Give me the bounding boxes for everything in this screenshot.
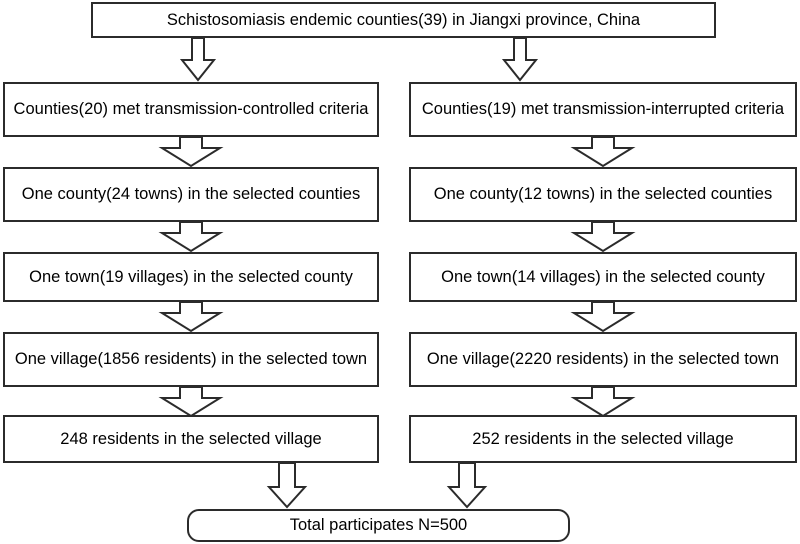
arrow-title-to-left-branch <box>176 37 220 82</box>
arrow-right-3-to-4 <box>565 301 641 333</box>
node-left-step-2-label: One county(24 towns) in the selected cou… <box>21 185 361 204</box>
node-right-step-1-label: Counties(19) met transmission-interrupte… <box>421 100 785 119</box>
node-title-label: Schistosomiasis endemic counties(39) in … <box>166 10 641 29</box>
node-left-step-1-label: Counties(20) met transmission-controlled… <box>13 100 369 119</box>
arrow-right-5-to-total <box>445 462 489 509</box>
node-total-participants-label: Total participates N=500 <box>289 516 468 535</box>
arrow-left-1-to-2 <box>153 136 229 168</box>
arrow-left-2-to-3 <box>153 221 229 253</box>
node-title-endemic-counties: Schistosomiasis endemic counties(39) in … <box>91 2 716 38</box>
node-left-step-5-label: 248 residents in the selected village <box>60 429 322 448</box>
node-right-step-3: One town(14 villages) in the selected co… <box>409 252 797 302</box>
node-left-step-5: 248 residents in the selected village <box>3 415 379 463</box>
node-left-step-4: One village(1856 residents) in the selec… <box>3 332 379 387</box>
arrow-left-5-to-total <box>265 462 309 509</box>
node-left-step-1: Counties(20) met transmission-controlled… <box>3 82 379 137</box>
arrow-right-1-to-2 <box>565 136 641 168</box>
arrow-right-2-to-3 <box>565 221 641 253</box>
arrow-right-4-to-5 <box>565 386 641 418</box>
node-right-step-2: One county(12 towns) in the selected cou… <box>409 167 797 222</box>
node-right-step-5: 252 residents in the selected village <box>409 415 797 463</box>
node-right-step-4-label: One village(2220 residents) in the selec… <box>426 350 780 369</box>
node-right-step-5-label: 252 residents in the selected village <box>472 429 734 448</box>
node-total-participants: Total participates N=500 <box>187 509 570 542</box>
node-left-step-3-label: One town(19 villages) in the selected co… <box>29 267 353 286</box>
node-left-step-3: One town(19 villages) in the selected co… <box>3 252 379 302</box>
arrow-left-3-to-4 <box>153 301 229 333</box>
node-right-step-3-label: One town(14 villages) in the selected co… <box>441 267 765 286</box>
node-right-step-4: One village(2220 residents) in the selec… <box>409 332 797 387</box>
node-left-step-4-label: One village(1856 residents) in the selec… <box>14 350 368 369</box>
node-left-step-2: One county(24 towns) in the selected cou… <box>3 167 379 222</box>
node-right-step-2-label: One county(12 towns) in the selected cou… <box>433 185 773 204</box>
node-right-step-1: Counties(19) met transmission-interrupte… <box>409 82 797 137</box>
arrow-left-4-to-5 <box>153 386 229 418</box>
arrow-title-to-right-branch <box>498 37 542 82</box>
